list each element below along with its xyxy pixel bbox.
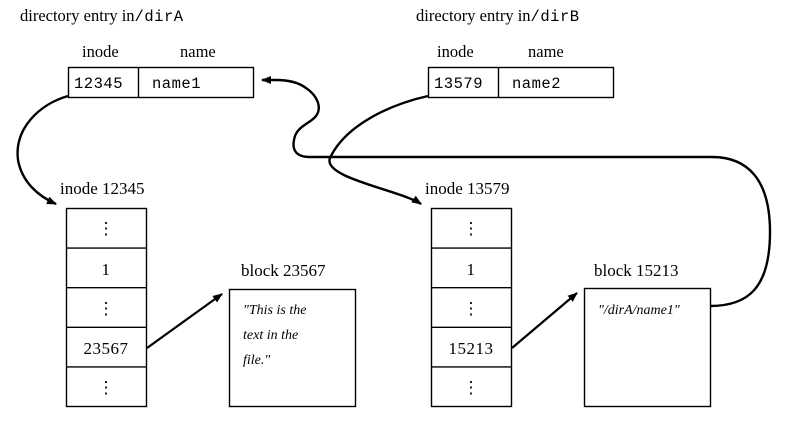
right-inode-row-4: ⋮ — [431, 367, 511, 407]
left-block-caption: block 23567 — [241, 261, 326, 280]
left-col-name-label: name — [180, 42, 216, 61]
left-dir-heading: directory entry in/dirA — [20, 6, 184, 26]
right-dir-heading: directory entry in/dirB — [416, 6, 580, 26]
right-block-content: "/dirA/name1" — [598, 303, 680, 318]
left-inode-row-1-value: 1 — [101, 260, 111, 279]
right-inode-row-3-value: 15213 — [448, 339, 494, 358]
arrow-left-inode-to-left-block — [146, 293, 223, 349]
arrow-symlink-target-to-name1 — [261, 76, 772, 308]
right-dir-name-value: name2 — [512, 75, 562, 93]
left-dir-heading-path: /dirA — [134, 8, 184, 26]
left-inode-row-0: ⋮ — [66, 208, 146, 248]
arrow-right-inode-to-right-block — [511, 292, 578, 349]
left-inode-row-4: ⋮ — [66, 367, 146, 407]
right-inode-row-3: 15213 — [431, 327, 511, 367]
left-inode-caption: inode 12345 — [60, 179, 145, 198]
right-col-inode-label: inode — [437, 42, 474, 61]
left-col-inode-label: inode — [82, 42, 119, 61]
right-col-name-label: name — [528, 42, 564, 61]
right-dir-heading-path: /dirB — [530, 8, 580, 26]
left-inode-row-2: ⋮ — [66, 288, 146, 328]
left-inode-row-3-value: 23567 — [83, 339, 129, 358]
right-dir-inode-value: 13579 — [434, 75, 484, 93]
arrow-right-dir-to-right-inode — [328, 94, 429, 206]
right-inode-row-2-value: ⋮ — [462, 299, 480, 318]
left-dir-heading-prefix: directory entry in — [20, 6, 135, 25]
left-inode-row-2-value: ⋮ — [97, 299, 115, 318]
right-dir-heading-prefix: directory entry in — [416, 6, 531, 25]
right-block-caption: block 15213 — [594, 261, 679, 280]
left-dir-inode-value: 12345 — [74, 75, 124, 93]
left-inode-row-1: 1 — [66, 248, 146, 288]
left-dir-name-value: name1 — [152, 75, 202, 93]
right-inode-row-4-value: ⋮ — [462, 378, 480, 397]
left-inode-row-4-value: ⋮ — [97, 378, 115, 397]
left-inode-row-3: 23567 — [66, 327, 146, 367]
right-inode-row-1: 1 — [431, 248, 511, 288]
right-inode-row-2: ⋮ — [431, 288, 511, 328]
right-inode-row-0-value: ⋮ — [462, 219, 480, 238]
left-block-content: "This is the text in the file." — [243, 303, 307, 368]
right-inode-caption: inode 13579 — [425, 179, 510, 198]
right-inode-row-0: ⋮ — [431, 208, 511, 248]
left-inode-row-0-value: ⋮ — [97, 219, 115, 238]
right-inode-row-1-value: 1 — [466, 260, 476, 279]
